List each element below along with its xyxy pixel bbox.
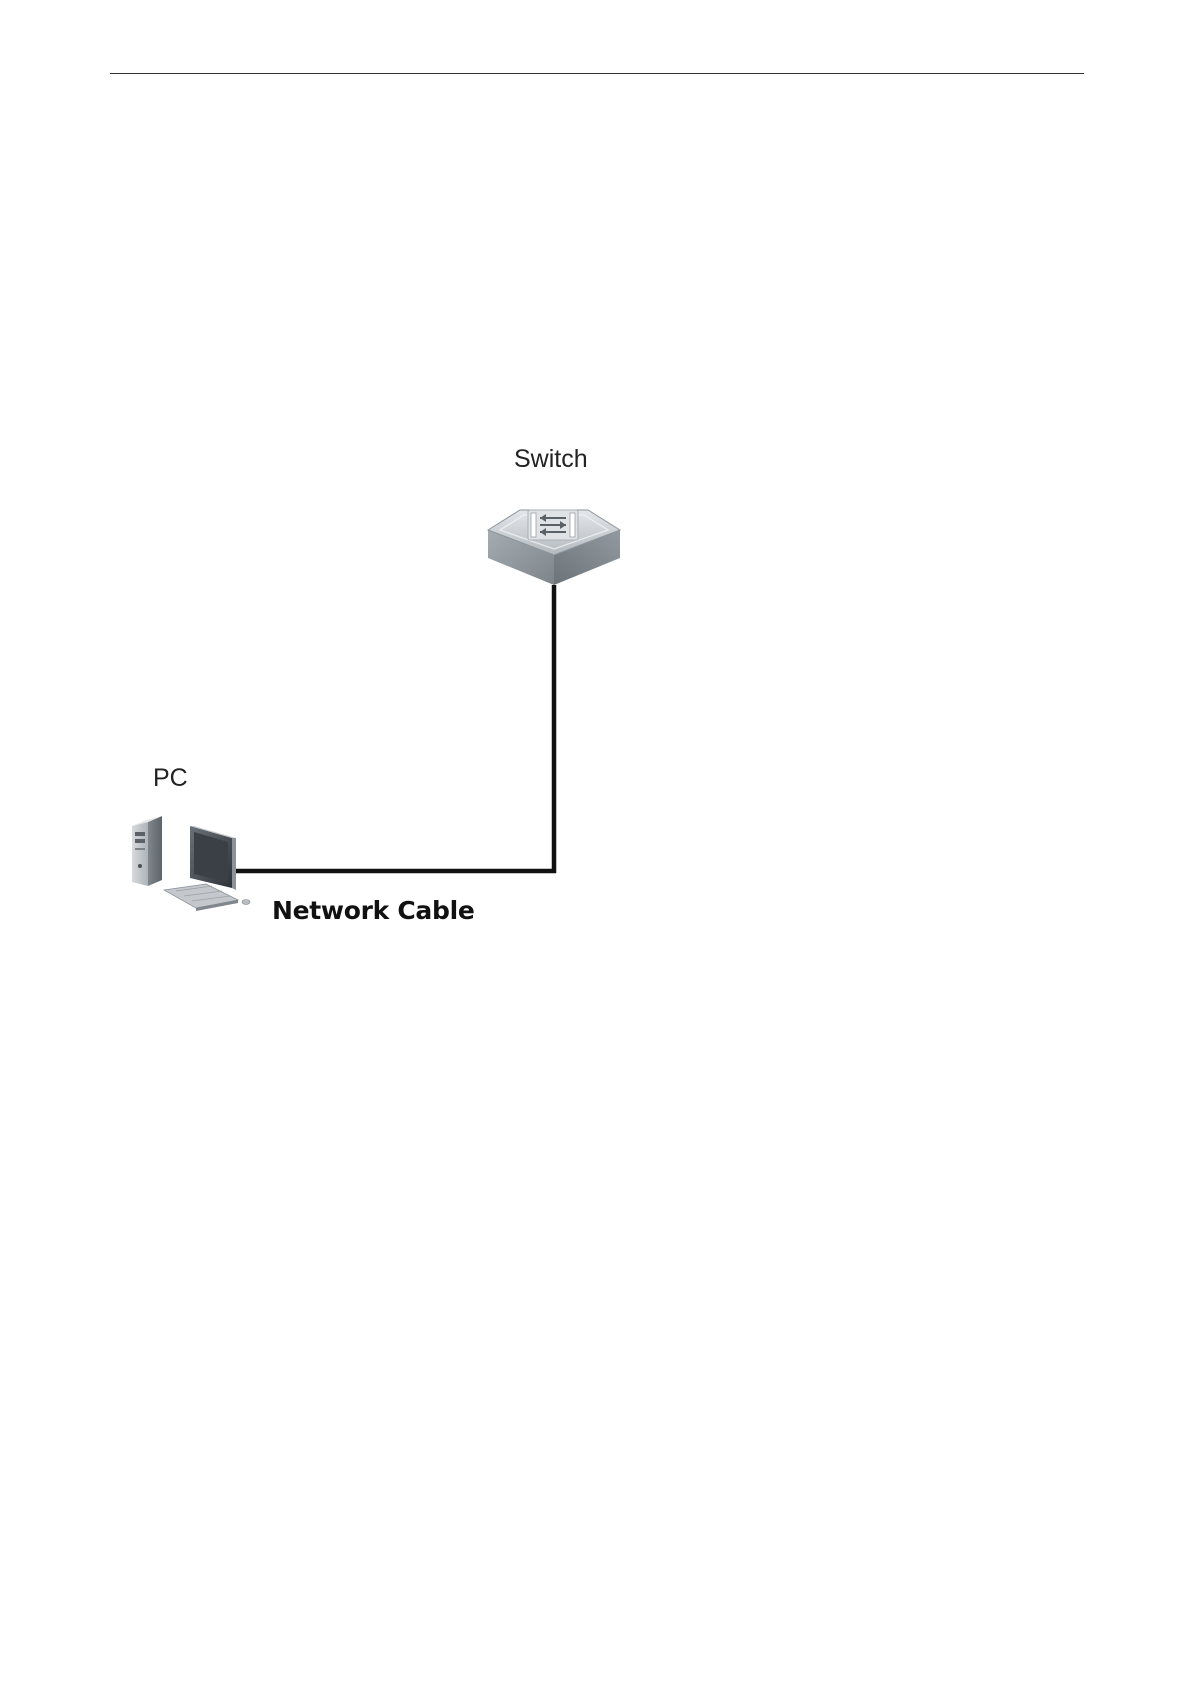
switch-arrows-icon — [528, 510, 578, 540]
desktop-computer-icon — [132, 816, 250, 911]
cable-line — [235, 585, 554, 871]
network-cable-label: Network Cable — [272, 898, 475, 923]
network-cable — [235, 585, 554, 871]
pc-label: PC — [153, 766, 188, 791]
switch-label: Switch — [514, 447, 588, 472]
network-switch-icon — [488, 510, 620, 585]
